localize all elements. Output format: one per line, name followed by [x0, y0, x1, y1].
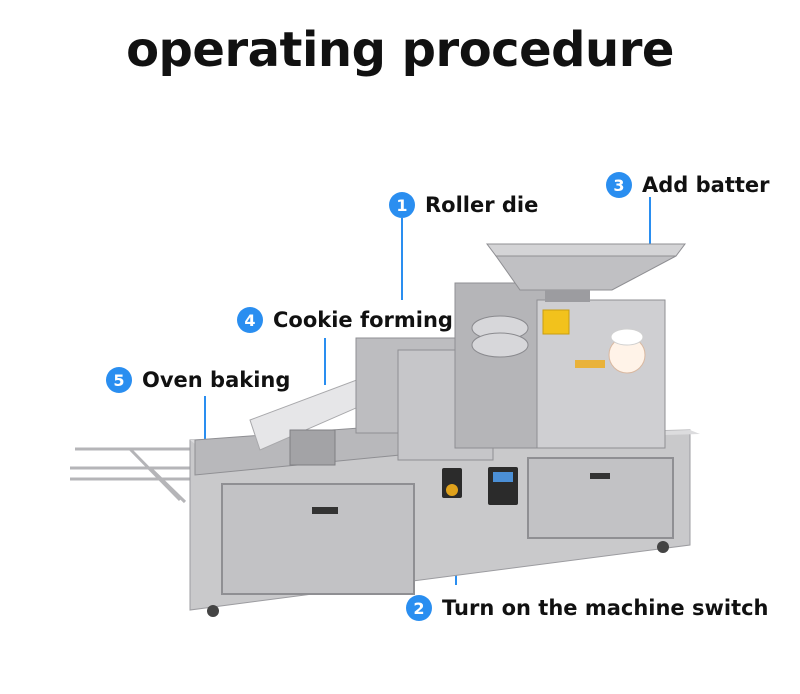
step-roller-die: 1 Roller die	[389, 192, 538, 218]
step-cookie-forming: 4 Cookie forming	[237, 307, 453, 333]
step-number-badge: 1	[389, 192, 415, 218]
step-label: Cookie forming	[273, 308, 453, 332]
step-label: Roller die	[425, 193, 539, 217]
forming-unit	[355, 282, 551, 461]
extension-rails	[70, 447, 200, 504]
step-number-badge: 2	[406, 595, 432, 621]
page-title: operating procedure	[126, 22, 674, 78]
step-label: Turn on the machine switch	[442, 596, 769, 620]
step-number-badge: 4	[237, 307, 263, 333]
batter-hopper	[486, 243, 686, 302]
main-housing	[536, 299, 666, 449]
step-number-badge: 5	[106, 367, 132, 393]
step-machine-switch: 2 Turn on the machine switch	[406, 595, 769, 621]
step-label: Add batter	[642, 173, 770, 197]
base-cabinet	[189, 429, 700, 617]
step-oven-baking: 5 Oven baking	[106, 367, 290, 393]
step-number-badge: 3	[606, 172, 632, 198]
step-label: Oven baking	[142, 368, 291, 392]
step-add-batter: 3 Add batter	[606, 172, 770, 198]
